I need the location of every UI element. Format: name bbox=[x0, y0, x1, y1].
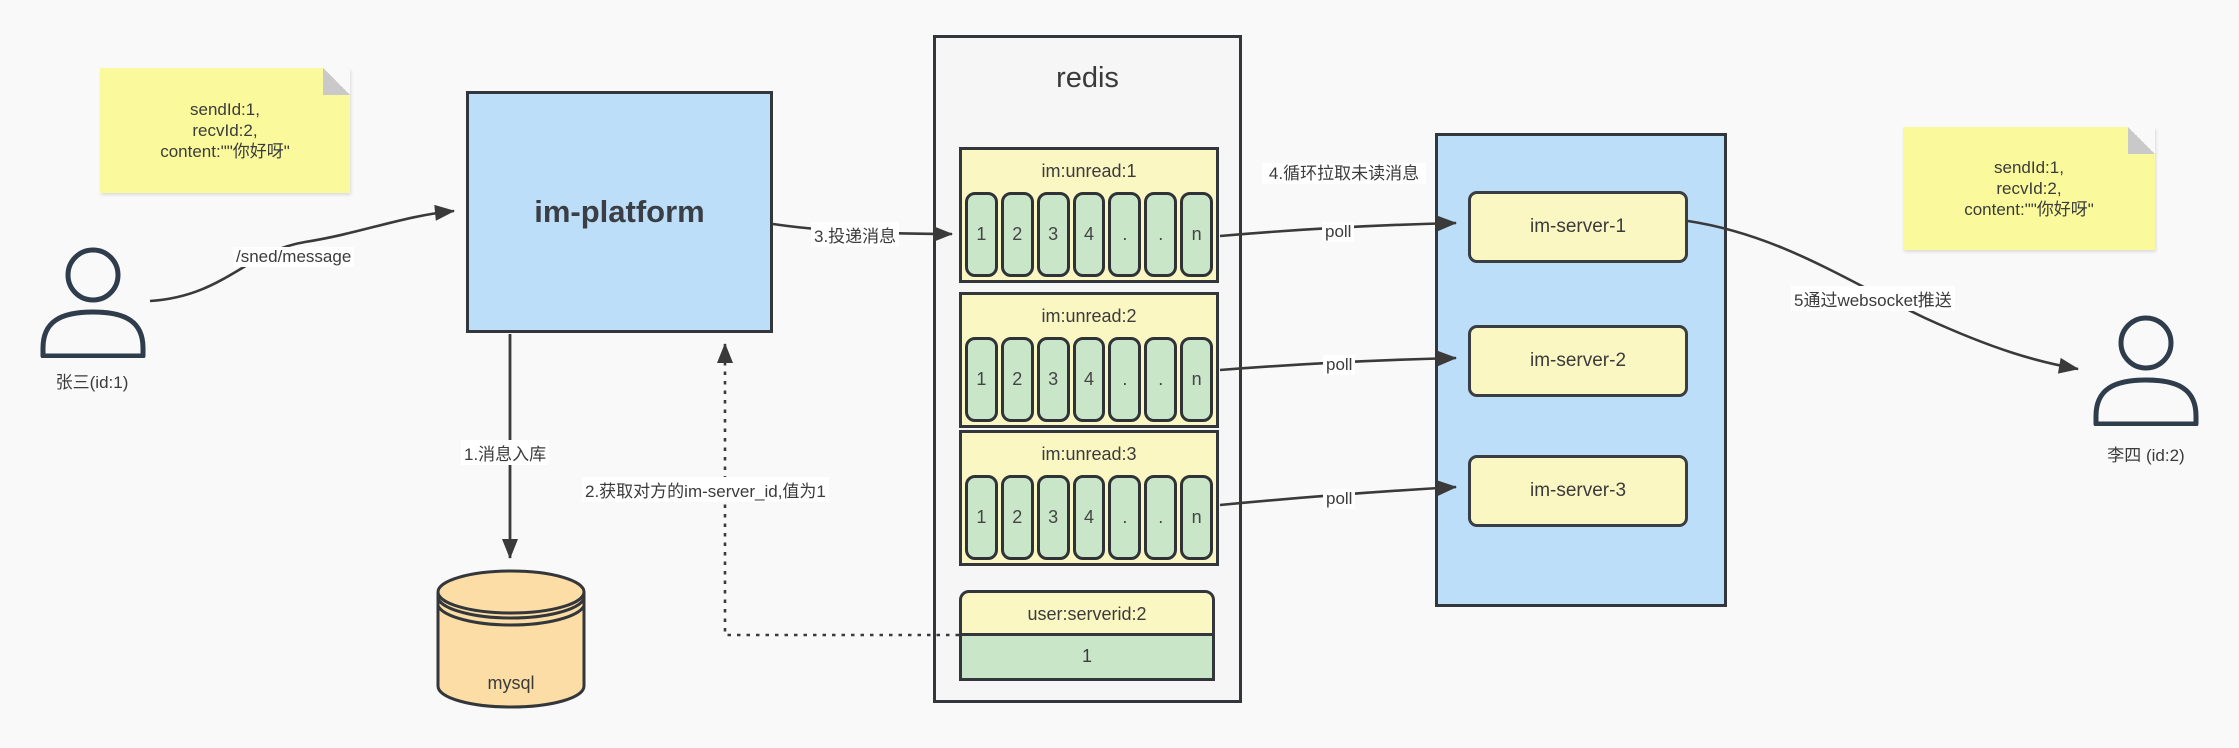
folded-corner-icon bbox=[2128, 127, 2155, 154]
queue-cell: n bbox=[1180, 337, 1214, 422]
edge-label-step5: 5通过websocket推送 bbox=[1791, 286, 1955, 311]
queue-key-label: im:unread:2 bbox=[1041, 306, 1137, 326]
queue-cell: . bbox=[1144, 192, 1178, 277]
queue-cell: 4 bbox=[1072, 337, 1106, 422]
note-line: recvId:2, bbox=[1996, 179, 2062, 198]
sender-name-label: 张三(id:1) bbox=[55, 373, 129, 392]
mysql-database-node: mysql bbox=[435, 568, 587, 710]
kv-value-label: 1 bbox=[959, 636, 1215, 681]
note-line: recvId:2, bbox=[192, 121, 258, 140]
queue-cell: 4 bbox=[1072, 192, 1106, 277]
edge-label-step4: 4.循环拉取未读消息 bbox=[1262, 163, 1426, 184]
queue-cell: 1 bbox=[965, 337, 998, 422]
queue-cell: 3 bbox=[1036, 192, 1070, 277]
queue-cell: 1 bbox=[965, 192, 998, 277]
receiver-name-label: 李四 (id:2) bbox=[2107, 446, 2185, 465]
queue-cell: 4 bbox=[1072, 475, 1106, 560]
queue-key-label: im:unread:1 bbox=[1041, 161, 1137, 181]
queue-cell: . bbox=[1108, 192, 1142, 277]
im-server-1-node: im-server-1 bbox=[1468, 191, 1688, 263]
redis-user-serverid-entry: user:serverid:2 1 bbox=[959, 590, 1215, 681]
queue-cell: . bbox=[1108, 475, 1142, 560]
redis-container: redis im:unread:1 1 2 3 4 . . n im:unrea… bbox=[933, 35, 1242, 703]
redis-queue-unread-3: im:unread:3 1 2 3 4 . . n bbox=[959, 430, 1219, 566]
queue-cell: 2 bbox=[1000, 337, 1034, 422]
note-line: content:""你好呀" bbox=[1964, 200, 2094, 219]
edge-label-step1: 1.消息入库 bbox=[461, 440, 550, 465]
redis-queue-unread-1: im:unread:1 1 2 3 4 . . n bbox=[959, 147, 1219, 283]
im-platform-node: im-platform bbox=[466, 91, 773, 333]
user-icon-sender bbox=[37, 246, 149, 359]
queue-key-label: im:unread:3 bbox=[1041, 444, 1137, 464]
mysql-label: mysql bbox=[487, 673, 535, 693]
im-server-cluster-container: im-server-1 im-server-2 im-server-3 bbox=[1435, 133, 1727, 607]
queue-cell: n bbox=[1180, 475, 1214, 560]
queue-cell: . bbox=[1108, 337, 1142, 422]
queue-cell: 1 bbox=[965, 475, 998, 560]
queue-cell: 2 bbox=[1000, 475, 1034, 560]
edge-label-step2: 2.获取对方的im-server_id,值为1 bbox=[582, 477, 829, 502]
queue-cell: . bbox=[1144, 337, 1178, 422]
im-server-2-node: im-server-2 bbox=[1468, 325, 1688, 397]
sticky-note-right: sendId:1, recvId:2, content:""你好呀" bbox=[1903, 127, 2155, 250]
sticky-note-left: sendId:1, recvId:2, content:""你好呀" bbox=[100, 68, 350, 193]
queue-cell: 3 bbox=[1036, 337, 1070, 422]
note-line: content:""你好呀" bbox=[160, 142, 290, 161]
edge-label-send-api: /sned/message bbox=[233, 247, 355, 267]
redis-title: redis bbox=[1056, 62, 1119, 94]
edge-label-poll-2: poll bbox=[1323, 355, 1356, 375]
queue-cell: n bbox=[1180, 192, 1214, 277]
im-server-3-node: im-server-3 bbox=[1468, 455, 1688, 527]
note-line: sendId:1, bbox=[1994, 158, 2064, 177]
note-line: sendId:1, bbox=[190, 100, 260, 119]
queue-cell: 2 bbox=[1000, 192, 1034, 277]
edge-label-step3: 3.投递消息 bbox=[811, 222, 900, 247]
folded-corner-icon bbox=[323, 68, 350, 95]
queue-cell: . bbox=[1144, 475, 1178, 560]
edge-label-poll-1: poll bbox=[1322, 222, 1355, 242]
kv-key-label: user:serverid:2 bbox=[959, 590, 1215, 636]
user-icon-receiver bbox=[2090, 314, 2202, 427]
redis-queue-unread-2: im:unread:2 1 2 3 4 . . n bbox=[959, 292, 1219, 428]
queue-cell: 3 bbox=[1036, 475, 1070, 560]
edge-label-poll-3: poll bbox=[1323, 489, 1356, 509]
database-cylinder-icon bbox=[436, 569, 586, 709]
